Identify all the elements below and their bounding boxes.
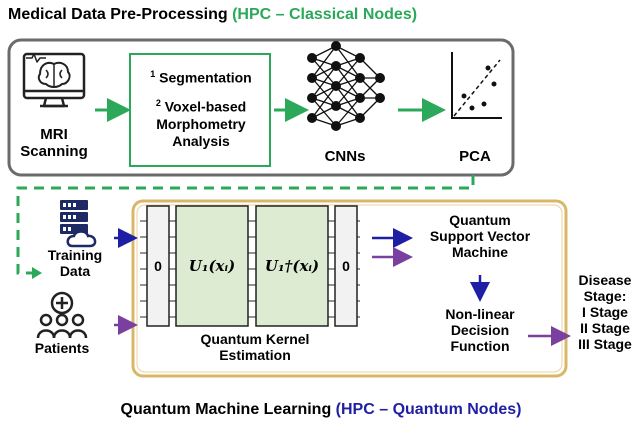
zero-register-right-block — [334, 205, 358, 327]
dashed-connector — [16, 175, 475, 275]
vbm-item: 2 Voxel-based — [134, 98, 268, 115]
qke-label-line1: Quantum Kernel — [200, 331, 310, 347]
top-title-main: Medical Data Pre-Processing — [8, 6, 228, 23]
segmentation-number: 1 — [150, 69, 156, 79]
vbm-label-line3: Analysis — [172, 132, 230, 149]
disease-stage-label: Disease Stage: I Stage II Stage III Stag… — [570, 272, 640, 352]
training-label-line1: Training — [47, 247, 103, 263]
top-title-highlight: (HPC – Classical Nodes) — [232, 6, 418, 23]
qke-label: Quantum Kernel Estimation — [160, 331, 350, 363]
gate-u1-block — [175, 205, 249, 327]
top-title: Medical Data Pre-Processing (HPC – Class… — [8, 6, 417, 24]
qke-label-line2: Estimation — [219, 347, 291, 364]
pca-scatter-icon — [451, 52, 502, 119]
zero-left-label: 0 — [154, 258, 162, 274]
decision-label: Non-linear Decision Function — [424, 306, 536, 354]
bottom-title-main: Quantum Machine Learning — [120, 401, 332, 418]
quantum-nodes-box — [131, 199, 568, 378]
cnn-network-icon — [311, 45, 381, 127]
mri-label: MRI Scanning — [14, 126, 94, 161]
decision-label-line1: Non-linear — [445, 306, 515, 322]
disease-label-line3: I Stage — [582, 304, 628, 321]
mri-label-line1: MRI — [40, 126, 68, 143]
qsvm-label-line3: Machine — [451, 244, 508, 261]
vbm-label-line1: Voxel-based — [164, 99, 247, 116]
segmentation-label: Segmentation — [159, 69, 252, 86]
preprocess-text: 1 Segmentation 2 Voxel-based Morphometry… — [134, 69, 268, 150]
zero-right-label: 0 — [342, 258, 350, 274]
decision-label-line2: Decision — [450, 322, 510, 339]
training-data-label: Training Data — [40, 247, 110, 279]
gate-u1-dagger-block — [255, 205, 329, 327]
qsvm-label-line2: Support Vector — [429, 228, 531, 245]
disease-label-line2: Stage: — [583, 288, 627, 305]
gate-u1-label: U₁(xᵢ) — [188, 257, 236, 275]
decision-label-line3: Function — [450, 338, 510, 355]
cnn-nodes — [307, 41, 385, 131]
mri-label-line2: Scanning — [20, 143, 88, 161]
segmentation-item: 1 Segmentation — [134, 69, 268, 86]
disease-label-line5: III Stage — [578, 336, 632, 353]
vbm-label-line2: Morphometry — [156, 115, 246, 132]
disease-label-line1: Disease — [578, 272, 632, 288]
patients-icon — [36, 291, 88, 339]
zero-register-left-block — [146, 205, 170, 327]
qsvm-label: Quantum Support Vector Machine — [418, 212, 542, 260]
classical-nodes-box — [7, 38, 515, 177]
disease-label-line4: II Stage — [580, 320, 630, 337]
gate-u1-dagger-label: U₁†(xᵢ) — [264, 257, 320, 275]
training-label-line2: Data — [59, 263, 91, 280]
qsvm-label-line1: Quantum — [449, 212, 511, 228]
mri-monitor-icon — [22, 52, 86, 108]
bottom-title: Quantum Machine Learning (HPC – Quantum … — [0, 401, 642, 419]
patients-label: Patients — [34, 340, 90, 356]
cnns-label: CNNs — [324, 148, 366, 165]
dashed-connector-head — [32, 267, 42, 279]
pca-label: PCA — [459, 148, 491, 165]
server-cloud-icon — [60, 200, 97, 248]
bottom-title-highlight: (HPC – Quantum Nodes) — [335, 401, 522, 418]
vbm-number: 2 — [155, 98, 161, 109]
